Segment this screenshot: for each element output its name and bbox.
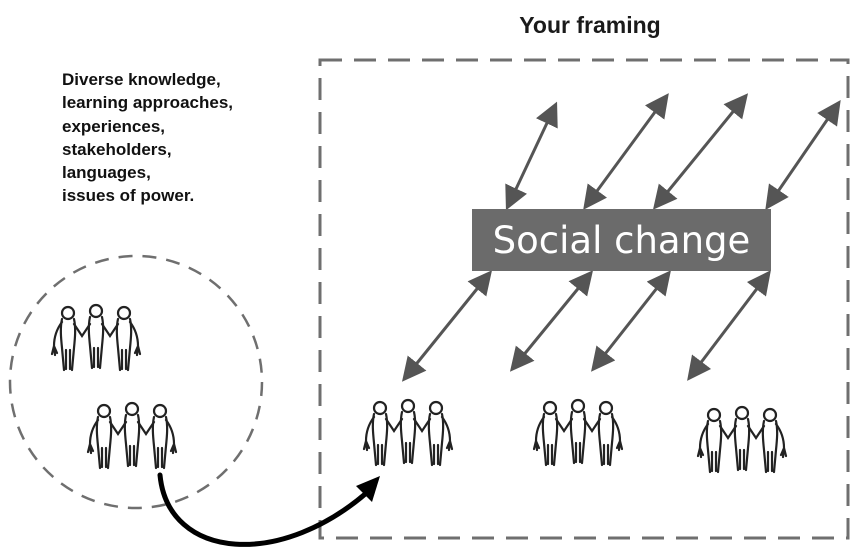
lower-arrows — [401, 270, 771, 382]
framing-border — [318, 58, 850, 540]
upper-double-arrow — [583, 93, 669, 210]
upper-double-arrow — [505, 101, 558, 211]
framing-title: Your framing — [519, 12, 661, 38]
social-change-label: Social change — [492, 218, 751, 262]
context-line: stakeholders, — [62, 139, 172, 159]
people-group — [364, 400, 452, 465]
context-line: languages, — [62, 163, 151, 183]
context-line: Diverse knowledge, — [62, 70, 221, 89]
context-circle — [8, 254, 264, 510]
upper-double-arrow — [652, 93, 749, 210]
lower-double-arrow — [591, 270, 671, 372]
upper-arrows — [505, 93, 841, 211]
people-group — [534, 400, 622, 465]
social-change-box: Social change — [472, 209, 771, 271]
framed-people-group — [364, 400, 786, 472]
people-group — [698, 407, 786, 472]
lower-double-arrow — [509, 270, 594, 372]
context-line: issues of power. — [62, 186, 195, 206]
context-line: experiences, — [62, 116, 166, 136]
left-people-group — [52, 305, 176, 468]
upper-double-arrow — [765, 100, 841, 210]
people-group — [52, 305, 140, 370]
curved-transfer-arrow — [157, 472, 380, 547]
lower-double-arrow — [401, 270, 493, 382]
context-list: Diverse knowledge, learning approaches, … — [62, 68, 233, 208]
context-line: learning approaches, — [62, 93, 233, 113]
people-group — [88, 403, 176, 468]
lower-double-arrow — [687, 270, 771, 381]
